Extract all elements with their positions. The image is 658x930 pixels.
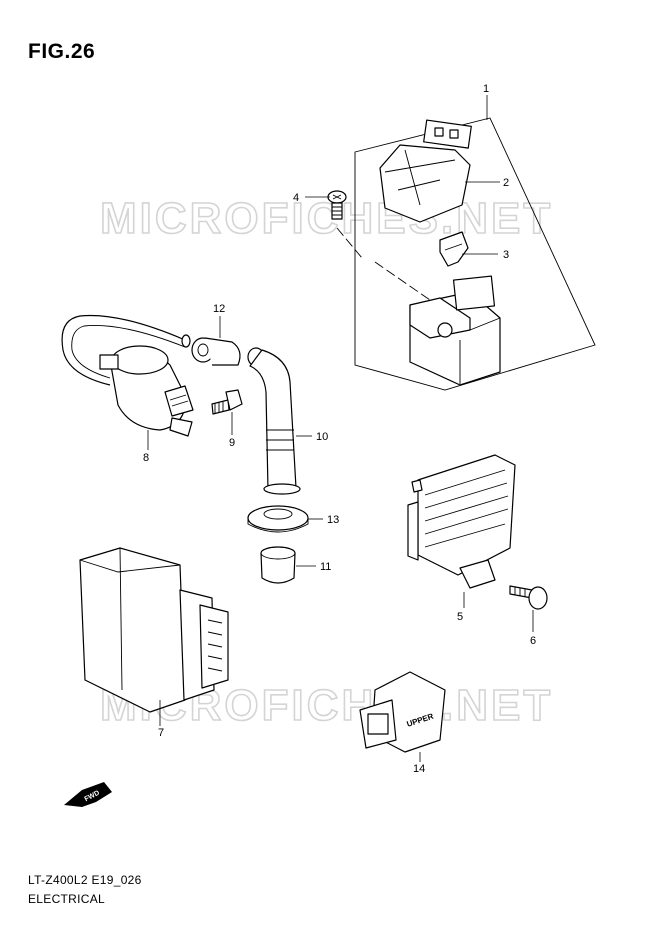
relay-body-part bbox=[409, 275, 501, 386]
callout-12: 12 bbox=[213, 303, 225, 315]
ecm-part bbox=[79, 547, 229, 713]
callout-9: 9 bbox=[229, 437, 235, 449]
fwd-arrow-icon: FWD bbox=[64, 782, 112, 807]
callout-4: 4 bbox=[293, 192, 299, 204]
callout-3: 3 bbox=[503, 249, 509, 261]
cap-part bbox=[260, 546, 296, 584]
bolt-part bbox=[211, 389, 243, 415]
grommet-part bbox=[191, 337, 241, 366]
callout-2: 2 bbox=[503, 177, 509, 189]
callout-10: 10 bbox=[316, 431, 328, 443]
plug-cap-part bbox=[247, 347, 301, 495]
callout-6: 6 bbox=[530, 635, 536, 647]
callout-leaders bbox=[147, 95, 534, 762]
callout-7: 7 bbox=[158, 727, 164, 739]
ignition-coil-part bbox=[61, 314, 194, 437]
footer-code: LT-Z400L2 E19_026 bbox=[28, 873, 142, 887]
seal-part bbox=[247, 505, 309, 533]
regulator-part bbox=[407, 454, 516, 589]
fuse-part bbox=[439, 231, 469, 267]
callout-8: 8 bbox=[143, 452, 149, 464]
relay-cover-part bbox=[379, 119, 472, 223]
starter-relay-assembly bbox=[336, 117, 596, 391]
callout-1: 1 bbox=[483, 83, 489, 95]
callout-11: 11 bbox=[320, 561, 331, 573]
callout-13: 13 bbox=[327, 514, 339, 526]
footer-section: ELECTRICAL bbox=[28, 892, 106, 906]
regulator-bolt-part bbox=[509, 585, 548, 610]
callout-14: 14 bbox=[413, 763, 425, 775]
connector-part: UPPER bbox=[359, 671, 446, 753]
watermark-top: MICROFICHES.NET bbox=[100, 194, 553, 243]
callout-5: 5 bbox=[457, 611, 463, 623]
figure-title: FIG.26 bbox=[28, 40, 96, 63]
